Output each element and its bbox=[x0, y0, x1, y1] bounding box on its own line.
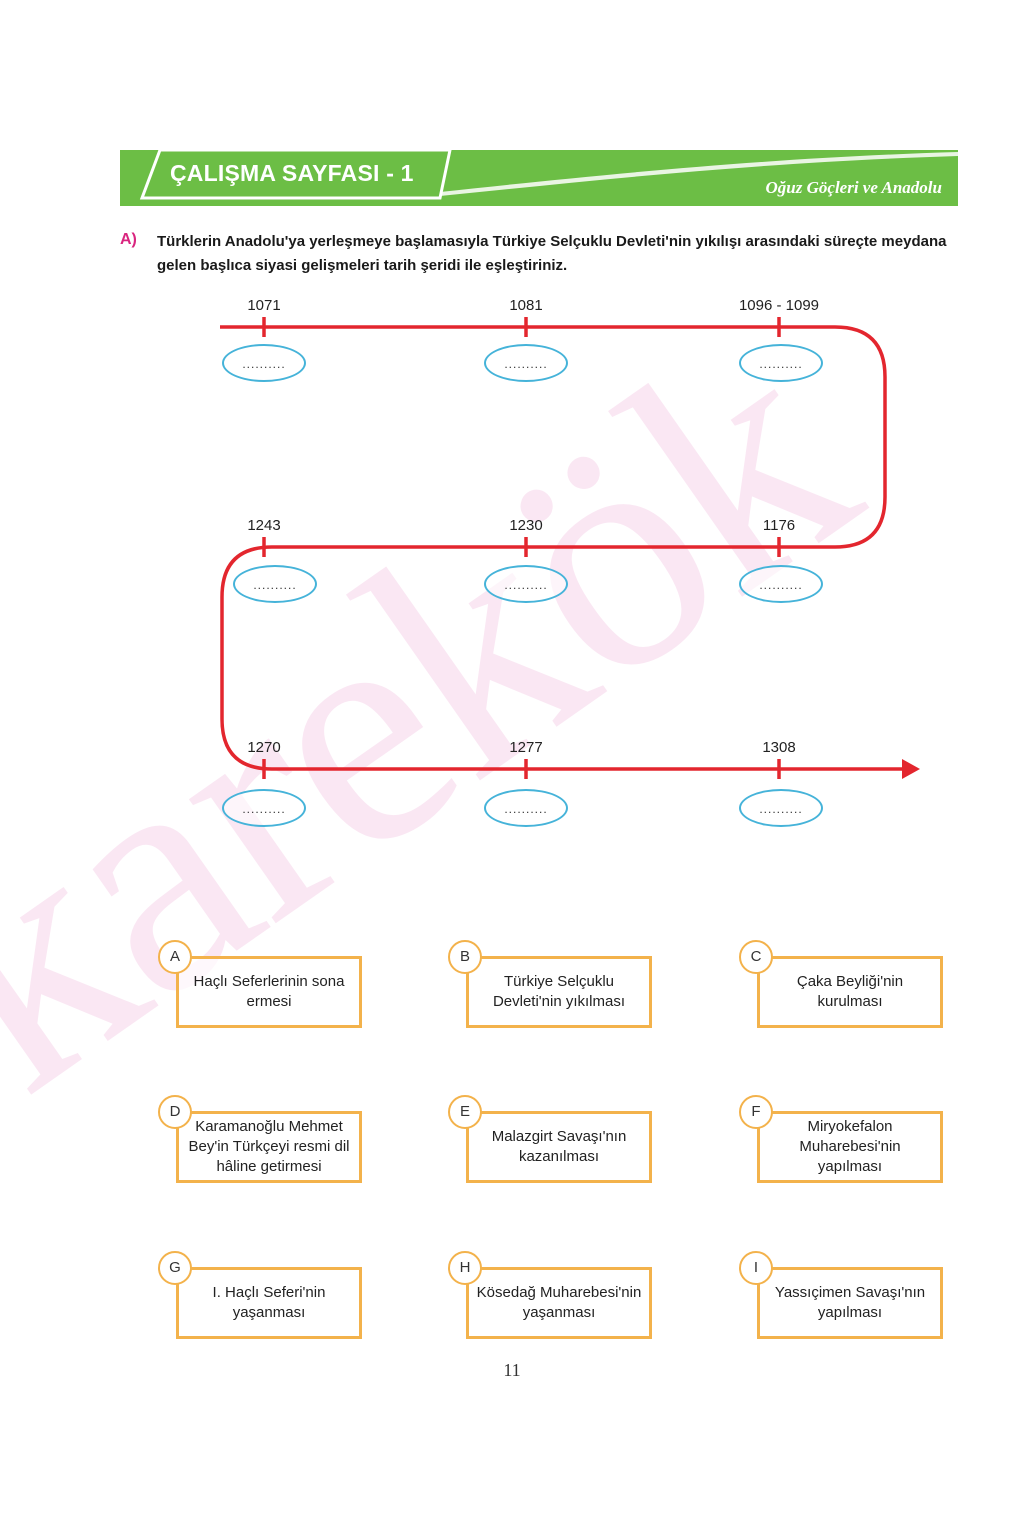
option-card-d[interactable]: Karamanoğlu Mehmet Bey'in Türkçeyi resmi… bbox=[176, 1111, 362, 1183]
question-instruction: Türklerin Anadolu'ya yerleşmeye başlamas… bbox=[157, 233, 947, 274]
option-card-f[interactable]: Miryokefalon Muharebesi'nin yapılması bbox=[757, 1111, 943, 1183]
option-letter-badge: G bbox=[158, 1251, 192, 1285]
timeline-path bbox=[220, 317, 920, 779]
answer-blank[interactable]: .......... bbox=[222, 344, 306, 382]
answer-blank[interactable]: .......... bbox=[739, 344, 823, 382]
option-letter-badge: E bbox=[448, 1095, 482, 1129]
answer-blank[interactable]: .......... bbox=[484, 565, 568, 603]
question-letter: A) bbox=[120, 231, 137, 248]
answer-blank[interactable]: .......... bbox=[484, 789, 568, 827]
timeline-arrowhead bbox=[902, 759, 920, 779]
answer-blank[interactable]: .......... bbox=[739, 789, 823, 827]
option-card-a[interactable]: Haçlı Seferlerinin sona ermesi bbox=[176, 956, 362, 1028]
year-label: 1176 bbox=[762, 517, 796, 534]
option-letter-badge: A bbox=[158, 940, 192, 974]
answer-blank[interactable]: .......... bbox=[484, 344, 568, 382]
page-title: ÇALIŞMA SAYFASI - 1 bbox=[170, 160, 414, 186]
option-card-h[interactable]: Kösedağ Muharebesi'nin yaşanması bbox=[466, 1267, 652, 1339]
option-card-c[interactable]: Çaka Beyliği'nin kurulması bbox=[757, 956, 943, 1028]
year-label: 1243 bbox=[247, 517, 281, 534]
option-letter-badge: B bbox=[448, 940, 482, 974]
year-label: 1308 bbox=[762, 739, 796, 756]
option-card-e[interactable]: Malazgirt Savaşı'nın kazanılması bbox=[466, 1111, 652, 1183]
year-label: 1071 bbox=[247, 297, 281, 314]
header-banner bbox=[120, 150, 958, 206]
year-label: 1081 bbox=[509, 297, 543, 314]
unit-subtitle: Oğuz Göçleri ve Anadolu bbox=[765, 178, 942, 197]
year-label: 1230 bbox=[509, 517, 543, 534]
option-letter-badge: C bbox=[739, 940, 773, 974]
answer-blank[interactable]: .......... bbox=[222, 789, 306, 827]
page-number: 11 bbox=[503, 1360, 521, 1380]
option-card-g[interactable]: I. Haçlı Seferi'nin yaşanması bbox=[176, 1267, 362, 1339]
answer-blank[interactable]: .......... bbox=[233, 565, 317, 603]
year-label: 1270 bbox=[247, 739, 281, 756]
option-letter-badge: H bbox=[448, 1251, 482, 1285]
timeline-ticks bbox=[262, 317, 781, 779]
option-card-b[interactable]: Türkiye Selçuklu Devleti'nin yıkılması bbox=[466, 956, 652, 1028]
answer-blank[interactable]: .......... bbox=[739, 565, 823, 603]
option-card-i[interactable]: Yassıçimen Savaşı'nın yapılması bbox=[757, 1267, 943, 1339]
year-label: 1277 bbox=[509, 739, 543, 756]
option-letter-badge: F bbox=[739, 1095, 773, 1129]
option-letter-badge: D bbox=[158, 1095, 192, 1129]
option-letter-badge: I bbox=[739, 1251, 773, 1285]
year-label: 1096 - 1099 bbox=[738, 297, 820, 314]
